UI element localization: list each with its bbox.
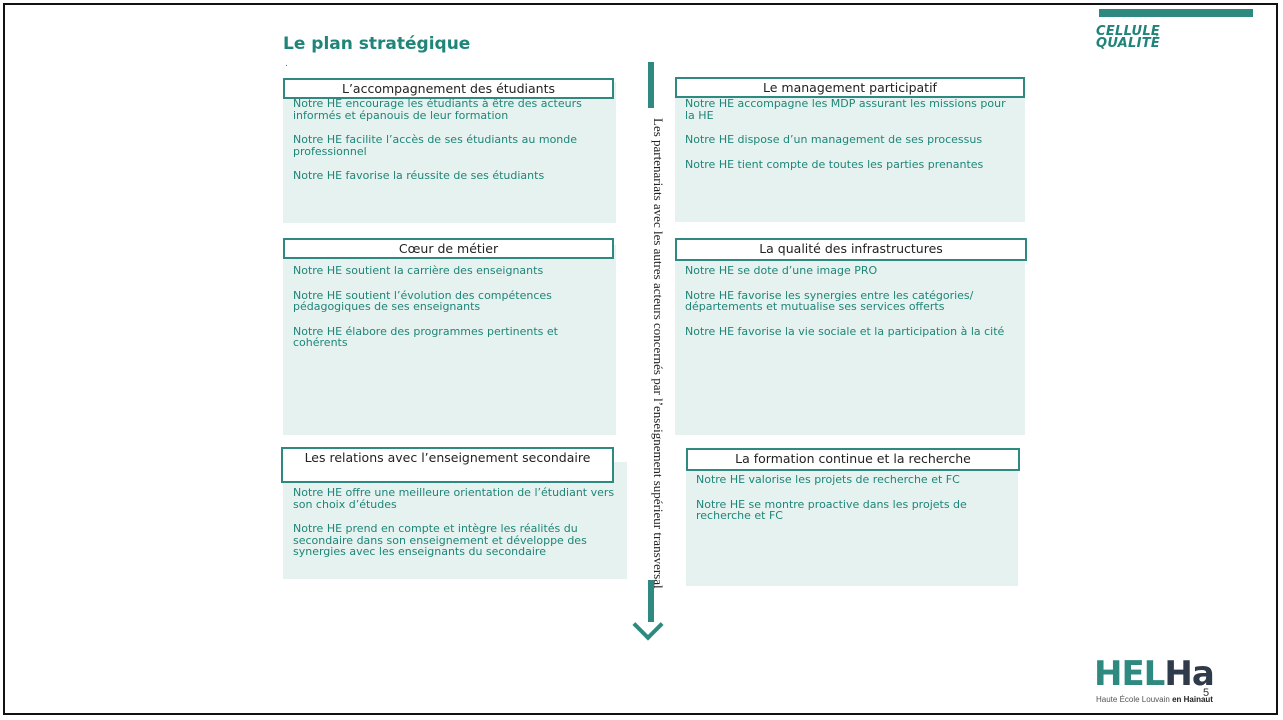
slide-frame (3, 3, 1278, 715)
title-dot: . (285, 58, 288, 69)
panel-item: Notre HE offre une meilleure orientation… (293, 486, 615, 511)
cellule-qualite-label: CELLULE QUALITÉ (1096, 24, 1161, 51)
panel-item: Notre HE soutient l’évolution des compét… (293, 288, 552, 313)
vertical-arrow-line-bottom (648, 580, 654, 622)
panel-infrastructures: La qualité des infrastructures Notre HE … (675, 238, 1027, 435)
panel-formation-continue: La formation continue et la recherche No… (686, 448, 1020, 586)
page-number: 5 (1203, 687, 1210, 699)
panel-item: Notre HE se dote d’une image PRO (685, 264, 878, 277)
panel-item: Notre HE encourage les étudiants à être … (293, 97, 582, 122)
panel-item: Notre HE favorise la vie sociale et la p… (685, 324, 1005, 338)
panel-item: Notre HE favorise les synergies entre le… (685, 288, 974, 313)
panel-header: Cœur de métier (283, 238, 614, 259)
panel-header: Le management participatif (675, 77, 1025, 98)
panel-item: Notre HE valorise les projets de recherc… (696, 473, 960, 486)
panel-item: Notre HE dispose d’un management de ses … (685, 133, 983, 146)
panel-item: Notre HE accompagne les MDP assurant les… (685, 97, 1006, 122)
helha-logo: HELHa Haute École Louvain en Hainaut (1094, 654, 1215, 704)
panel-accompagnement: L’accompagnement des étudiants Notre HE … (283, 78, 616, 223)
top-accent-bar (1099, 9, 1253, 17)
panel-item: Notre HE élabore des programmes pertinen… (293, 324, 558, 349)
page-title: Le plan stratégique (283, 34, 471, 54)
panel-relations-secondaire: Les relations avec l’enseignement second… (281, 447, 627, 579)
vertical-partnerships-text: Les partenariats avec les autres acteurs… (651, 118, 666, 589)
panel-header: L’accompagnement des étudiants (283, 78, 614, 99)
panel-item: Notre HE se montre proactive dans les pr… (696, 497, 967, 522)
panel-item: Notre HE prend en compte et intègre les … (293, 522, 587, 558)
panel-header: La formation continue et la recherche (686, 448, 1020, 471)
panel-header: Les relations avec l’enseignement second… (281, 447, 614, 483)
panel-coeur-metier: Cœur de métier Notre HE soutient la carr… (283, 238, 616, 435)
panel-header: La qualité des infrastructures (675, 238, 1027, 261)
panel-management: Le management participatif Notre HE acco… (675, 77, 1025, 222)
panel-item: Notre HE favorise la réussite de ses étu… (293, 169, 545, 182)
panel-item: Notre HE tient compte de toutes les part… (685, 157, 984, 171)
panel-item: Notre HE soutient la carrière des enseig… (293, 264, 544, 277)
vertical-arrow-line-top (648, 62, 654, 108)
panel-item: Notre HE facilite l’accès de ses étudian… (293, 133, 578, 158)
